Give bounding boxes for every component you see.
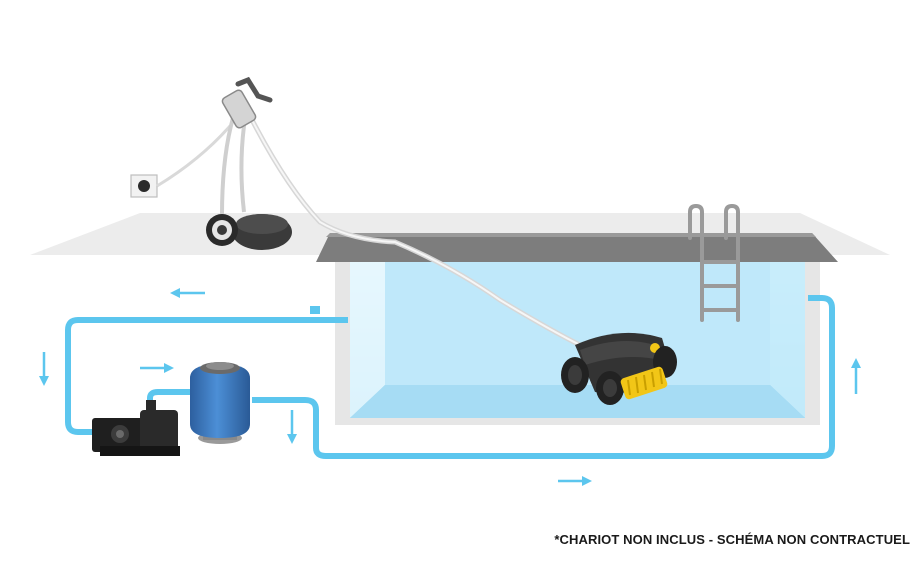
skimmer-inlet [310, 306, 320, 314]
pool-ladder-icon [688, 203, 740, 322]
flow-arrow-right-bottom [558, 476, 592, 486]
robot-caddy-icon [206, 76, 292, 250]
pool-right-wall [770, 242, 805, 418]
pool-floor [350, 385, 805, 418]
flow-arrow-left-top [170, 288, 205, 298]
pool-left-wall [350, 242, 385, 418]
flow-arrow-right-pump [140, 363, 174, 373]
pool-robot-icon [561, 332, 677, 405]
pool-coping [316, 233, 838, 262]
flow-arrow-down-filter [287, 410, 297, 444]
flow-arrow-up-right [851, 358, 861, 394]
power-outlet-icon [130, 174, 158, 198]
flow-arrow-down-left [39, 352, 49, 386]
flow-arrows [39, 288, 861, 486]
power-cable [156, 125, 232, 188]
sand-filter-icon [190, 362, 250, 444]
pool-back-wall [385, 242, 770, 385]
pool-coping-top [326, 233, 816, 237]
circulation-pipes [65, 295, 835, 459]
pool-pump-icon [92, 400, 180, 456]
disclaimer-text: *CHARIOT NON INCLUS - SCHÉMA NON CONTRAC… [554, 532, 910, 547]
